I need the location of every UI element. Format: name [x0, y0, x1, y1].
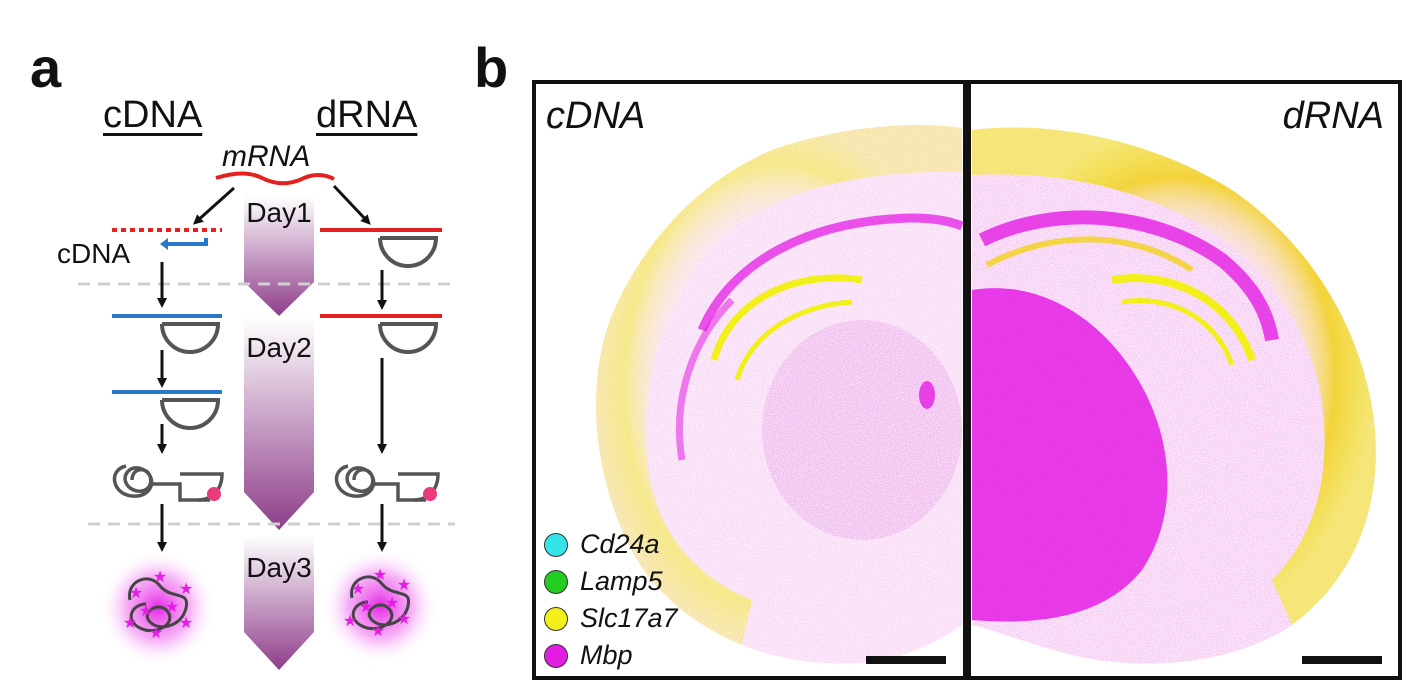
- svg-text:★: ★: [153, 569, 167, 586]
- amplicon-right: [350, 575, 411, 631]
- legend-swatch: [544, 643, 568, 668]
- legend-item: Slc17a7: [544, 600, 678, 637]
- panel-a-letter: a: [30, 36, 62, 99]
- probe-left-1: [160, 322, 221, 354]
- legend-swatch: [544, 606, 568, 631]
- probe-right-2: [378, 322, 439, 354]
- legend-item: Lamp5: [544, 563, 678, 600]
- legend-item: Mbp: [544, 637, 678, 674]
- cdna-label: cDNA: [57, 238, 131, 269]
- drna-scale-bar: [1302, 656, 1382, 664]
- legend-swatch: [544, 569, 568, 594]
- svg-text:★: ★: [397, 577, 411, 594]
- legend-item: Cd24a: [544, 526, 678, 563]
- rt-arrow: [168, 238, 208, 246]
- drna-header: dRNA: [316, 94, 418, 136]
- legend-label: Lamp5: [580, 566, 663, 596]
- legend-label: Slc17a7: [580, 603, 678, 633]
- ligation-site-left: [207, 487, 221, 501]
- amplicon-left: [128, 577, 189, 633]
- svg-text:★: ★: [397, 611, 411, 628]
- drna-image-title: dRNA: [1283, 95, 1384, 137]
- svg-text:★: ★: [123, 615, 137, 632]
- svg-text:★: ★: [179, 615, 193, 632]
- day3-label: Day3: [246, 552, 311, 583]
- cdna-scale-bar: [866, 656, 946, 664]
- svg-text:★: ★: [351, 581, 365, 598]
- arrow-to-drna: [332, 184, 371, 225]
- svg-text:★: ★: [359, 599, 373, 616]
- ligation-site-right: [423, 487, 437, 501]
- cdna-brain-section: [596, 124, 964, 664]
- svg-text:★: ★: [139, 603, 153, 620]
- legend-label: Cd24a: [580, 529, 660, 559]
- legend-label: Mbp: [580, 640, 633, 670]
- svg-text:★: ★: [165, 599, 179, 616]
- legend-swatch: [544, 532, 568, 557]
- tissue-images: cDNA dRNA: [532, 80, 1402, 680]
- arrow-to-cdna: [193, 186, 236, 225]
- workflow-diagram: Day1 Day2 Day3 ★★★ ★★★ ★★: [78, 171, 455, 670]
- mrna-label: mRNA: [222, 140, 311, 173]
- amplicon-stars-left: ★★★ ★★★ ★★: [123, 569, 193, 642]
- drna-brain-section: [972, 127, 1376, 664]
- svg-text:★: ★: [385, 595, 399, 612]
- svg-text:★: ★: [371, 623, 385, 640]
- svg-text:★: ★: [343, 613, 357, 630]
- probe-left-2: [160, 398, 221, 430]
- amplicon-stars-right: ★★★ ★★★ ★★: [343, 567, 411, 640]
- day2-label: Day2: [246, 332, 311, 363]
- day2-arrow: [244, 318, 314, 530]
- rca-product-right: [334, 464, 440, 502]
- day3-arrow: [244, 536, 314, 670]
- panel-b-letter: b: [474, 36, 509, 99]
- svg-text:★: ★: [179, 581, 193, 598]
- svg-text:★: ★: [149, 625, 163, 642]
- svg-text:★: ★: [129, 585, 143, 602]
- day1-label: Day1: [246, 197, 311, 228]
- cdna-image-title: cDNA: [546, 95, 645, 137]
- mrna-strand: [215, 171, 335, 186]
- svg-text:★: ★: [373, 567, 387, 584]
- rca-product-left: [112, 464, 224, 502]
- probe-right-1: [378, 236, 439, 268]
- cdna-header: cDNA: [103, 94, 203, 136]
- rt-arrowhead: [160, 238, 168, 250]
- day1-arrow: [244, 196, 314, 316]
